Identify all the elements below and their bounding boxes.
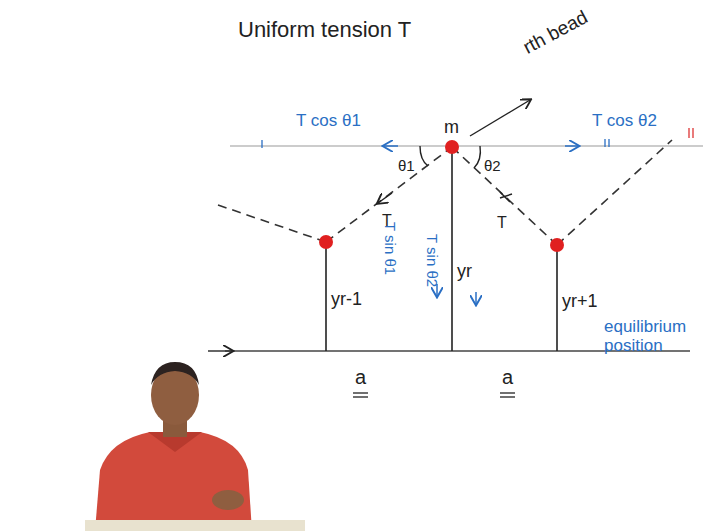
- diagram-label: θ2: [484, 158, 501, 175]
- diagram-label: θ1: [398, 158, 415, 175]
- diagram-label: T sin θ2: [424, 234, 441, 287]
- diagram-label: yr+1: [562, 292, 598, 312]
- diagram-label: equilibrium position: [604, 318, 699, 355]
- diagram-label: m: [444, 118, 459, 138]
- lecturer-figure: [85, 362, 305, 531]
- diagram-label: T cos θ1: [296, 112, 361, 131]
- diagram-label: T cos θ2: [592, 112, 657, 131]
- diagram-label: yr-1: [331, 290, 362, 310]
- diagram-label: T sin θ1: [382, 222, 399, 275]
- diagram-label: rth bead: [520, 7, 591, 58]
- diagram-label: a: [502, 366, 513, 388]
- diagram-label: yr: [457, 262, 472, 282]
- diagram-label: Uniform tension T: [238, 18, 411, 42]
- diagram-label: T: [497, 214, 507, 232]
- diagram-label: a: [355, 366, 366, 388]
